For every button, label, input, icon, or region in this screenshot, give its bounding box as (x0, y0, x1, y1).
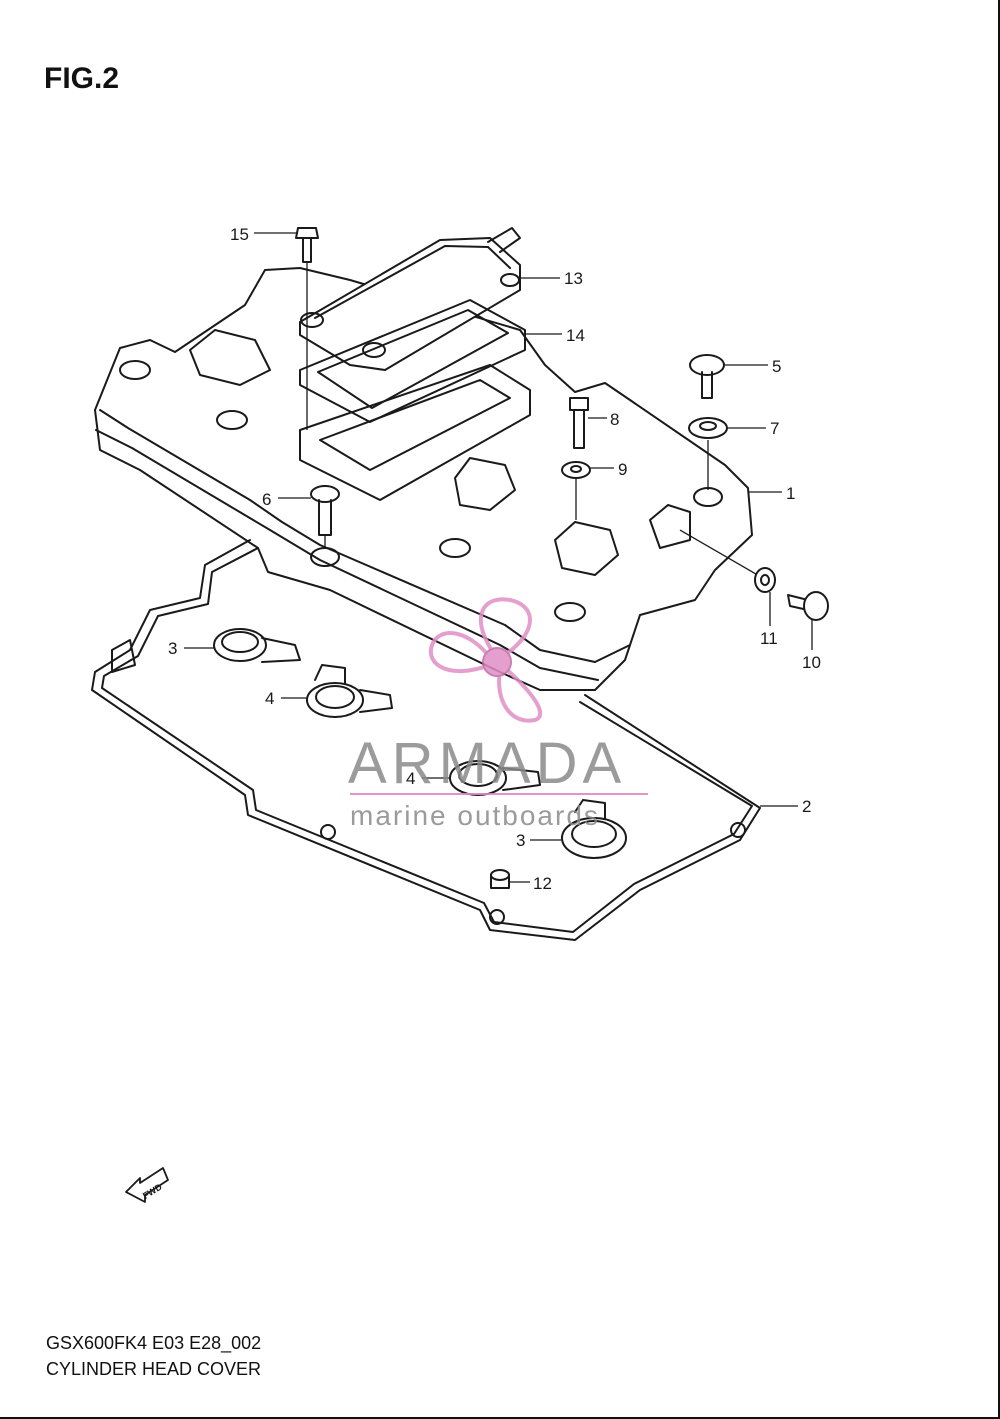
watermark-divider (350, 793, 648, 795)
propeller-logo (428, 597, 543, 723)
bolt-15 (295, 227, 319, 263)
model-code: GSX600FK4 E03 E28_002 (46, 1333, 262, 1353)
seal-ring-3-upper (213, 628, 301, 663)
callout-labels: 15 13 14 5 7 8 9 1 6 11 10 3 4 4 2 3 12 (168, 225, 821, 893)
callout-8: 8 (610, 410, 619, 429)
callout-4-upper: 4 (265, 689, 274, 708)
callout-3-lower: 3 (516, 831, 525, 850)
figure-title: FIG.2 (44, 62, 120, 95)
callout-6: 6 (262, 490, 271, 509)
cap-nut-5 (689, 354, 725, 399)
callout-4-lower: 4 (406, 769, 415, 788)
seal-ring-3-lower (561, 799, 627, 859)
callout-13: 13 (564, 269, 583, 288)
fwd-arrow-icon: FWD (125, 1167, 169, 1203)
watermark-brand: ARMADA (348, 731, 627, 796)
washer-11 (754, 567, 776, 593)
breather-gasket (299, 299, 526, 423)
cover-gasket (91, 539, 761, 941)
callout-12: 12 (533, 874, 552, 893)
bolt-8 (569, 397, 589, 449)
callout-10: 10 (802, 653, 821, 672)
washer-9 (561, 461, 591, 479)
seal-washer-7 (688, 417, 728, 439)
watermark-tagline: marine outboards (350, 800, 600, 831)
breather-cover (299, 227, 521, 371)
figure-name: CYLINDER HEAD COVER (46, 1359, 262, 1379)
callout-7: 7 (770, 419, 779, 438)
callout-5: 5 (772, 357, 781, 376)
bolt-6 (310, 485, 340, 536)
callout-2: 2 (802, 797, 811, 816)
seal-ring-4-upper (306, 664, 393, 718)
dowel-pin-12 (490, 869, 510, 889)
bolt-10 (787, 591, 829, 621)
callout-9: 9 (618, 460, 627, 479)
leader-lines (184, 232, 813, 883)
callout-3-upper: 3 (168, 639, 177, 658)
callout-14: 14 (566, 326, 585, 345)
callout-15: 15 (230, 225, 249, 244)
callout-11: 11 (760, 629, 778, 648)
callout-1: 1 (786, 484, 795, 503)
